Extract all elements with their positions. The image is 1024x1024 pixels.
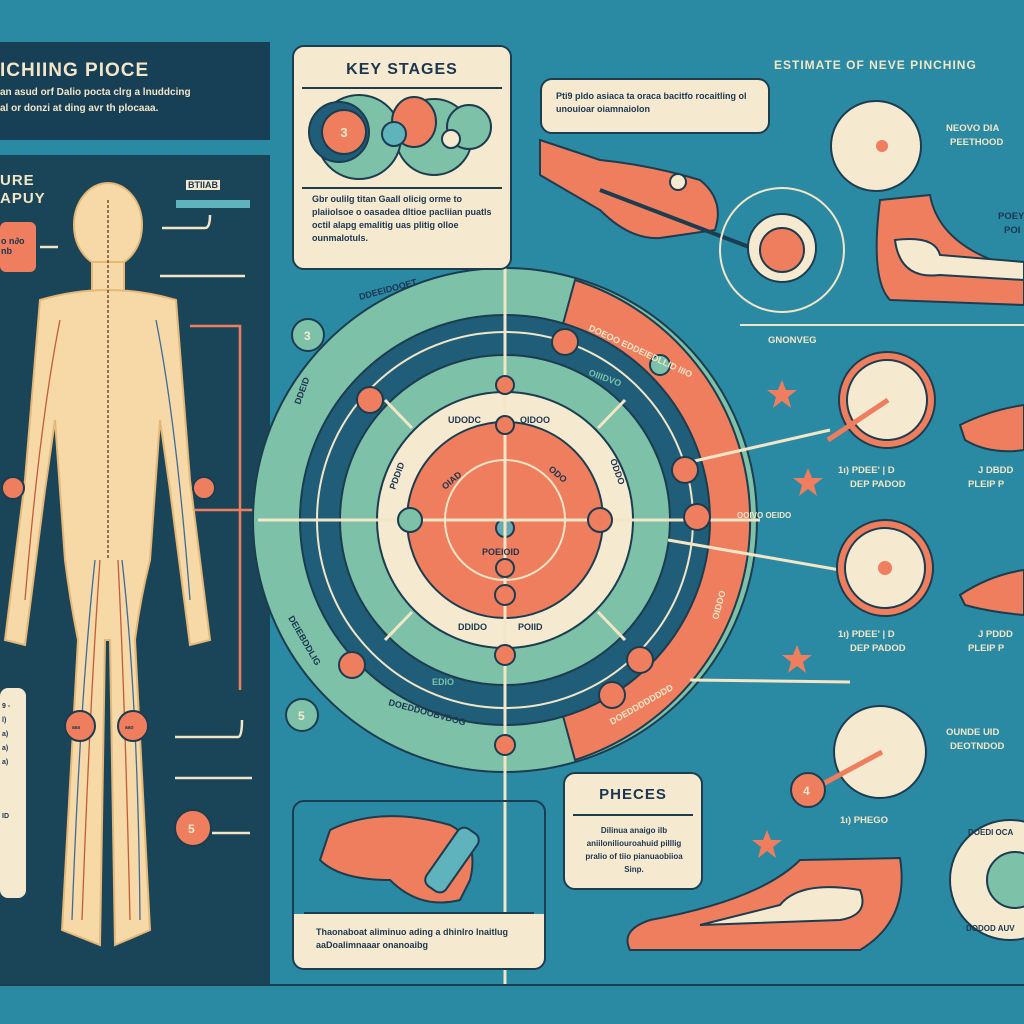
speech-bubble: Pti9 pldo asiaca ta oraca bacitfo rocait… [540,78,770,134]
divider [302,187,502,189]
bottom-card-body: Thaonaboat aliminuo ading a dhinlro lnai… [316,927,508,950]
wheel-nodes [285,318,711,756]
key-stages-circles-icon: 3 [308,94,492,180]
hand-illustration [539,138,771,257]
wheel-left-number-bottom: 5 [298,709,305,723]
wheel-cream-top-left: UDODC [448,415,481,425]
wheel-cream-top-right: OIDOO [520,415,550,425]
left-circle-number: 5 [188,822,195,836]
wheel-left-number-top: 3 [304,329,311,343]
legend-item: 9 - [2,703,11,710]
stages-wheel [252,255,851,1000]
section-divider [740,324,1024,326]
left-heading-2: APUY [0,190,46,207]
legend-item: l) [2,717,7,724]
gauge-dials [790,100,1024,941]
star-decorations [752,380,823,858]
key-stages-body: Gbr oulilg titan Gaall olicig orme to pl… [312,194,492,243]
left-heading-1: URE [0,172,35,189]
right-column-title: ESTIMATE OF NEVE PINCHING [774,58,977,72]
nerve-label-2: PEETHOOD [950,137,1004,148]
period-label-b-2: PLEIP P [968,479,1005,490]
key-stages-card: KEY STAGES 3 Gbr oulilg titan Gaall olic… [292,45,512,270]
left-legend: 9 - l) a) a) a) ID [2,700,10,824]
left-tag: BTIIAB [186,180,220,190]
left-orange-box [0,222,36,272]
bottom-info-card: Thaonaboat aliminuo ading a dhinlro lnai… [292,800,546,970]
left-connector-lines [40,200,295,835]
bottom-circle-top: DOEDI OCA [968,828,1014,837]
speech-bubble-text: Pti9 pldo asiaca ta oraca bacitfo rocait… [556,91,747,114]
gauge-label-2: DEOTNDOD [950,741,1005,752]
nerve-closeup [719,187,845,313]
bottom-hand-illustration [318,815,480,904]
key-stages-title: KEY STAGES [346,61,458,78]
wheel-orange-arc-right: OOIVO OEIDO [737,511,791,520]
legend-item: a) [2,731,9,738]
period-label-c-1: 1ı) PDEE' | D [838,629,895,640]
wheel-center-label: POEIOID [482,547,520,557]
legend-item: a) [2,745,9,752]
legend-item: ID [2,813,9,820]
section-label: GNONVEG [768,335,817,346]
side-label-1: POEY [998,211,1024,222]
left-orange-box-text: o n∂o nb [1,236,25,256]
header-subtitle-1: an asud orf Dalio pocta clrg a lnuddcing [0,87,191,98]
wheel-cream-bottom-right: POIID [518,622,543,632]
legend-item: a) [2,759,9,766]
period-label-b-1: J DBDD [978,465,1014,476]
phases-title: PHECES [599,786,667,803]
header-subtitle-2: al or donzi at ding avr th plocaaa. [0,103,159,114]
joint-markers [1,476,216,847]
period-label-c-2: DEP PADOD [850,643,906,654]
header-panel: ICHIING PIOCE an asud orf Dalio pocta cl… [0,42,270,140]
wheel-cream-bottom-left: DDIDO [458,622,487,632]
period-label-a-2: DEP PADOD [850,479,906,490]
divider [573,814,693,816]
bottom-card-text-area [294,914,544,968]
foot-illustrations [626,193,1024,951]
period-label-d-1: J PDDD [978,629,1013,640]
left-legend-card [0,688,26,898]
header-title: ICHIING PIOCE [0,60,150,81]
knee-badge-right: aao [125,725,134,731]
nerve-label-1: NEOVO DIA [946,123,1000,134]
gauge-number: 4 [803,784,810,798]
bottom-circle-bottom: DODOD AUV [966,924,1015,933]
divider [302,87,502,89]
knee-badge-left: aas [72,725,81,731]
phases-card: PHECES Dilinua anaigo ilb aniiloniliouro… [563,772,703,890]
phases-body: Dilinua anaigo ilb aniiloniliouroahuid p… [585,826,683,874]
divider [304,912,534,914]
gauge-label-1: OUNDE UID [946,727,1000,738]
side-label-2: POI [1004,225,1021,236]
key-stages-badge-number: 3 [340,125,347,140]
period-label-d-2: PLEIP P [968,643,1005,654]
wheel-dark-ring-bottom: EDIO [432,677,454,687]
period-label-a-1: 1ı) PDEE' | D [838,465,895,476]
bottom-period-label: 1ı) PHEGO [840,815,889,826]
